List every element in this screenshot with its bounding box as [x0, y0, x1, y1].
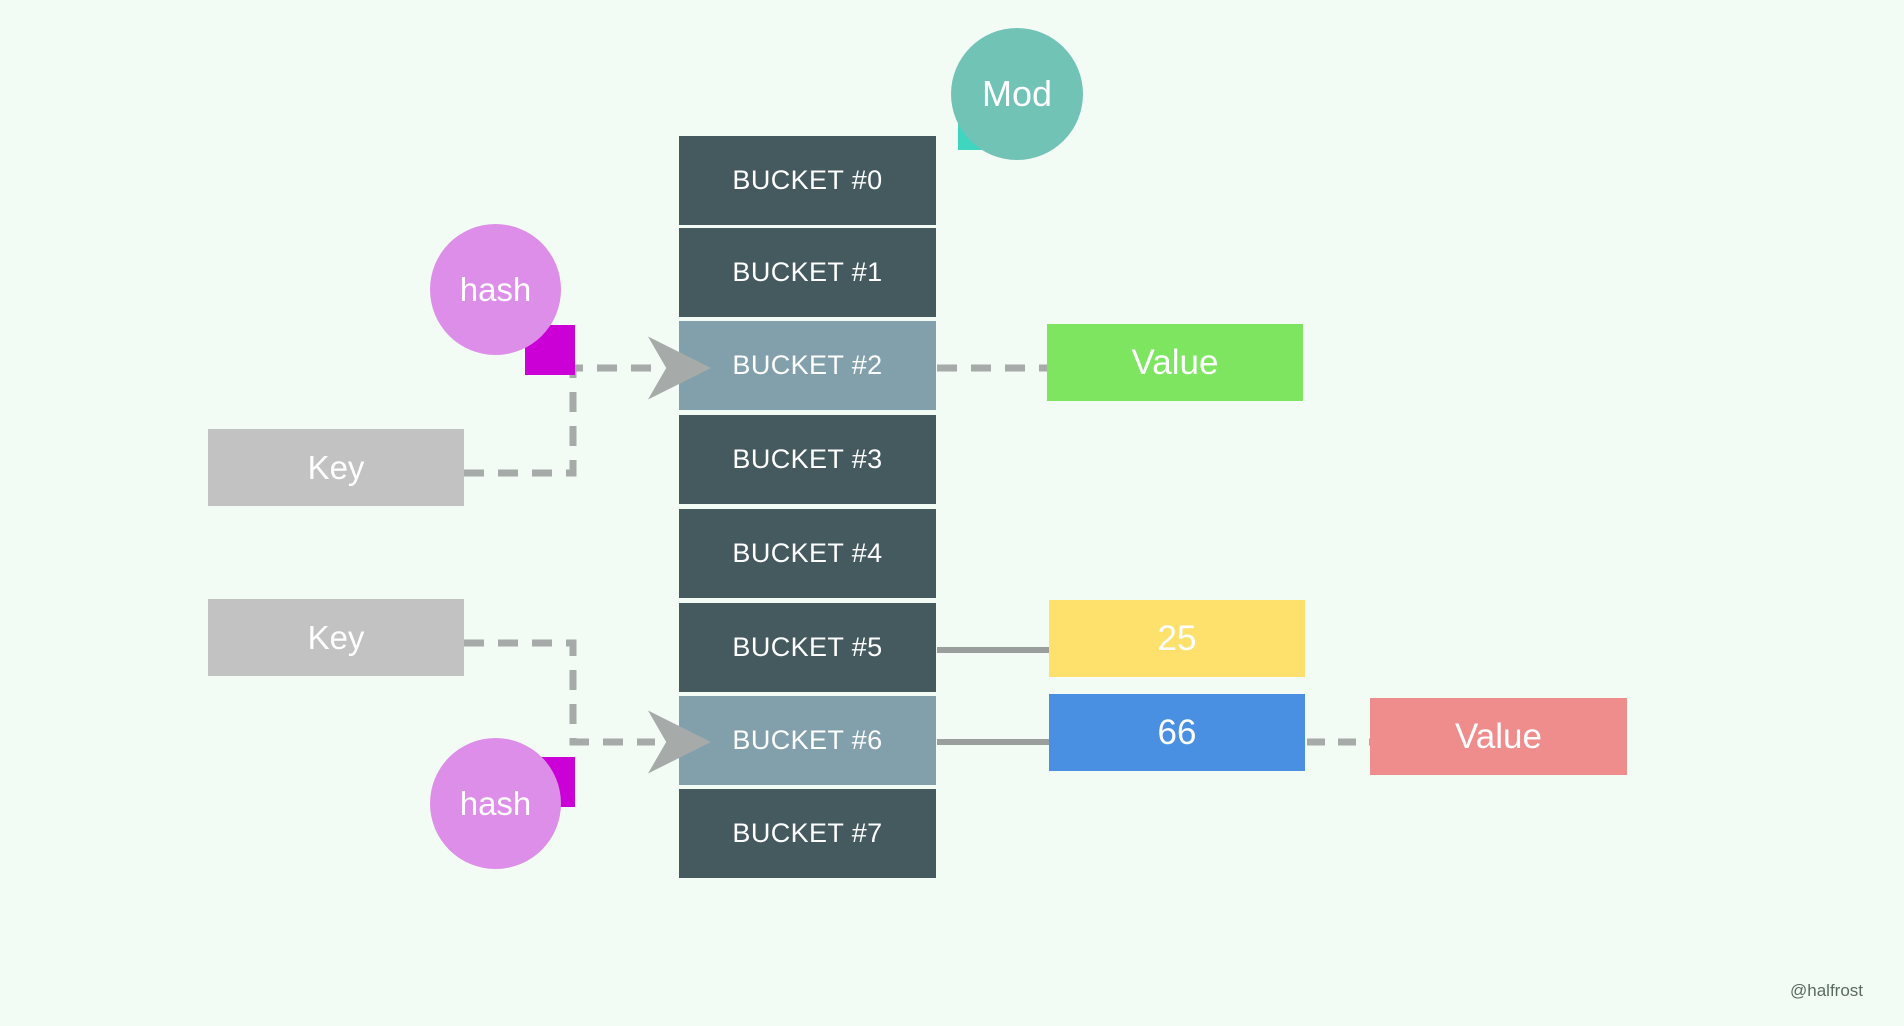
bucket-row-5[interactable]: BUCKET #5: [679, 603, 936, 692]
key-box-top-label: Key: [307, 448, 365, 486]
bucket-label-1: BUCKET #1: [732, 257, 883, 287]
bucket-row-7[interactable]: BUCKET #7: [679, 789, 936, 878]
hash-circle-top[interactable]: hash: [430, 224, 561, 355]
bucket-label-7: BUCKET #7: [732, 818, 883, 848]
value-box-green[interactable]: Value: [1047, 324, 1303, 401]
key-box-top[interactable]: Key: [208, 429, 464, 506]
value-box-red-label: Value: [1455, 716, 1542, 756]
bucket-label-4: BUCKET #4: [732, 538, 883, 568]
bucket-label-3: BUCKET #3: [732, 444, 883, 474]
hash-circle-bottom-label: hash: [459, 784, 532, 822]
value-box-red[interactable]: Value: [1370, 698, 1627, 775]
bucket-row-1[interactable]: BUCKET #1: [679, 228, 936, 317]
number-box-25-label: 25: [1157, 618, 1197, 658]
mod-circle[interactable]: Mod: [951, 28, 1083, 160]
number-box-25[interactable]: 25: [1049, 600, 1305, 677]
bucket-row-2[interactable]: BUCKET #2: [679, 321, 936, 410]
bucket-row-6[interactable]: BUCKET #6: [679, 696, 936, 785]
hash-circle-bottom[interactable]: hash: [430, 738, 561, 869]
bucket-row-4[interactable]: BUCKET #4: [679, 509, 936, 598]
bucket-label-0: BUCKET #0: [732, 165, 883, 195]
key-box-bottom[interactable]: Key: [208, 599, 464, 676]
bucket-label-2: BUCKET #2: [732, 350, 883, 380]
wire-key-top-to-bucket2: [464, 336, 711, 477]
number-box-66[interactable]: 66: [1049, 694, 1305, 771]
watermark-handle: @halfrost: [1790, 981, 1864, 1000]
value-box-green-label: Value: [1131, 342, 1219, 382]
bucket-label-5: BUCKET #5: [732, 632, 883, 662]
mod-circle-label: Mod: [981, 73, 1053, 114]
bucket-row-0[interactable]: BUCKET #0: [679, 136, 936, 225]
hash-circle-top-label: hash: [459, 270, 532, 308]
bucket-row-3[interactable]: BUCKET #3: [679, 415, 936, 504]
number-box-66-label: 66: [1157, 712, 1197, 752]
key-box-bottom-label: Key: [307, 618, 365, 656]
bucket-label-6: BUCKET #6: [732, 725, 883, 755]
wire-key-bottom-to-bucket6: [464, 639, 711, 774]
